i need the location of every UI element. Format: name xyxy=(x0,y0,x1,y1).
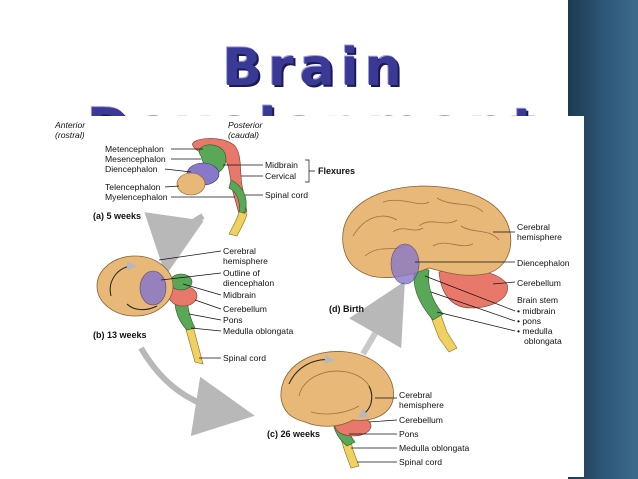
label-pons-d: • pons xyxy=(517,316,541,326)
label-cerebral-b: Cerebral xyxy=(223,246,256,256)
label-diencephalon-b: diencephalon xyxy=(223,278,274,288)
label-spinal-cord-c: Spinal cord xyxy=(399,457,442,467)
diagram-panel: Anterior (rostral) Posterior (caudal) Me… xyxy=(53,116,584,477)
stage-a-labels: Metencephalon Mesencephalon Diencephalon… xyxy=(93,144,355,221)
label-midbrain-d: • midbrain xyxy=(517,306,556,316)
arrow-a-to-b xyxy=(144,212,205,276)
stage-b-labels: Cerebral hemisphere Outline of diencepha… xyxy=(93,246,293,363)
label-cervical: Cervical xyxy=(265,171,296,181)
label-pons-c: Pons xyxy=(399,429,419,439)
label-spinal-cord-a: Spinal cord xyxy=(265,190,308,200)
label-hemisphere-d: hemisphere xyxy=(517,232,562,242)
label-hemisphere-b: hemisphere xyxy=(223,256,268,266)
label-cerebral-d: Cerebral xyxy=(517,222,550,232)
arrow-b-to-c xyxy=(138,346,255,437)
brain-development-diagram: Anterior (rostral) Posterior (caudal) Me… xyxy=(54,120,570,469)
label-medulla-c: Medulla oblongata xyxy=(399,443,469,453)
anterior-label: Anterior xyxy=(54,120,86,130)
caption-13-weeks: (b) 13 weeks xyxy=(93,330,147,340)
label-cerebellum-c: Cerebellum xyxy=(399,415,443,425)
arrow-c-to-d xyxy=(349,281,405,356)
label-midbrain-b: Midbrain xyxy=(223,290,256,300)
stage-d-labels: Cerebral hemisphere Diencephalon Cerebel… xyxy=(329,222,570,346)
label-cerebellum-d: Cerebellum xyxy=(517,278,561,288)
anterior-sub-label: (rostral) xyxy=(55,130,85,140)
stage-a-embryo-brain xyxy=(176,138,248,237)
stage-d-newborn-brain xyxy=(342,185,512,353)
caption-26-weeks: (c) 26 weeks xyxy=(267,429,320,439)
label-diencephalon-a: Diencephalon xyxy=(105,164,158,174)
label-metencephalon: Metencephalon xyxy=(105,144,164,154)
label-oblongata-d: oblongata xyxy=(524,336,562,346)
caption-5-weeks: (a) 5 weeks xyxy=(93,211,141,221)
label-hemisphere-c: hemisphere xyxy=(399,400,444,410)
label-pons-b: Pons xyxy=(223,315,243,325)
label-cerebellum-b: Cerebellum xyxy=(223,304,267,314)
label-medulla-d: • medulla xyxy=(517,326,553,336)
label-medulla-b: Medulla oblongata xyxy=(223,326,293,336)
stage-c-fetal-brain xyxy=(280,351,394,469)
stage-c-labels: Cerebral hemisphere Cerebellum Pons Medu… xyxy=(267,390,469,467)
label-cerebral-c: Cerebral xyxy=(399,390,432,400)
label-diencephalon-d: Diencephalon xyxy=(517,258,570,268)
label-telencephalon: Telencephalon xyxy=(105,182,161,192)
label-myelencephalon: Myelencephalon xyxy=(105,192,168,202)
posterior-label: Posterior xyxy=(228,120,264,130)
caption-birth: (d) Birth xyxy=(329,304,364,314)
label-spinal-cord-b: Spinal cord xyxy=(223,353,266,363)
stage-b-fetal-brain xyxy=(96,255,204,365)
label-outline-of: Outline of xyxy=(223,268,260,278)
label-brain-stem: Brain stem xyxy=(517,295,558,305)
label-mesencephalon: Mesencephalon xyxy=(105,154,166,164)
label-midbrain-a: Midbrain xyxy=(265,160,298,170)
label-flexures: Flexures xyxy=(318,166,355,176)
posterior-sub-label: (caudal) xyxy=(228,130,259,140)
